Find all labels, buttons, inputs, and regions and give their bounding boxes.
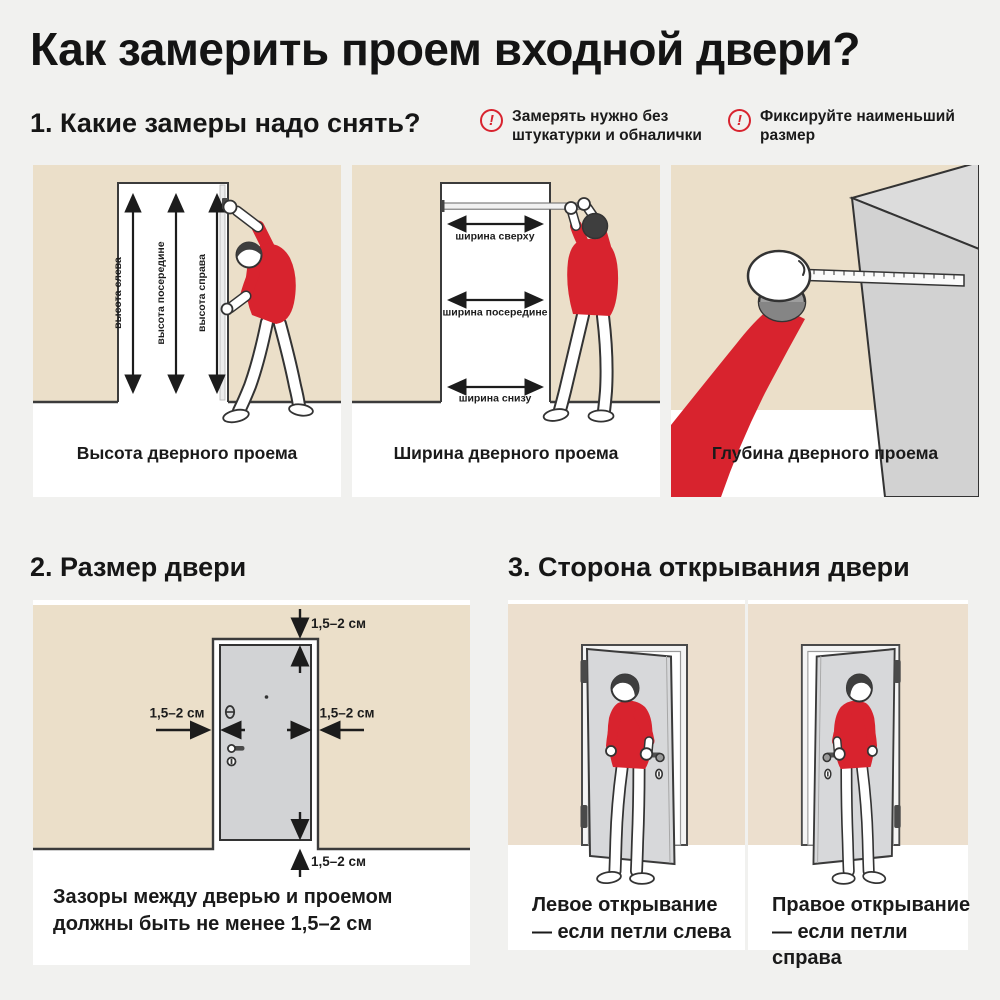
tape-measure <box>442 202 585 210</box>
door-size-diagram: 1,5–2 см 1,5–2 см 1,5–2 см 1,5–2 см <box>33 605 470 877</box>
sleeve <box>671 305 805 497</box>
panel-right-opening: Правое открывание — если петли справа <box>748 600 970 969</box>
peephole <box>264 695 269 699</box>
tape-hook <box>441 200 445 212</box>
panel-height-measure: высота слева высота посередине высота сп… <box>33 165 341 497</box>
door-scene-mirrored <box>748 604 968 885</box>
gap-arrows <box>156 609 364 877</box>
person-measuring <box>220 198 314 424</box>
height-illustration: высота слева высота посередине высота сп… <box>33 165 341 424</box>
panel-door-size: 1,5–2 см 1,5–2 см 1,5–2 см 1,5–2 см Зазо… <box>33 600 470 965</box>
keyhole-slot <box>658 771 660 777</box>
alert-icon: ! <box>728 109 751 132</box>
section3-heading: 3. Сторона открывания двери <box>508 552 910 582</box>
person <box>831 673 887 885</box>
page-title: Как замерить проем входной двери? <box>30 23 861 75</box>
panel-caption: Ширина дверного проема <box>393 443 619 463</box>
gap-label-left: 1,5–2 см <box>149 706 204 721</box>
depth-illustration <box>671 165 979 497</box>
hinge-bottom <box>580 805 588 828</box>
opening-outline <box>33 637 470 851</box>
gap-label-top: 1,5–2 см <box>311 616 366 631</box>
section1-heading: 1. Какие замеры надо снять? <box>30 108 421 138</box>
exclamation-glyph: ! <box>489 112 494 129</box>
warning-note-plaster: ! Замерять нужно без штукатурки и обнали… <box>480 108 725 146</box>
hinge-bottom <box>894 805 901 828</box>
hinge-top <box>894 660 901 683</box>
alert-icon: ! <box>480 109 503 132</box>
label-width-middle: ширина посередине <box>442 307 547 319</box>
width-illustration: ширина сверху ширина посередине ширина с… <box>352 165 660 423</box>
warning-text: Фиксируйте наименьший размер <box>760 108 955 144</box>
panel-caption: Левое открывание — если петли слева <box>532 894 731 943</box>
door-opening-outline <box>440 182 551 402</box>
lock-slot <box>230 758 233 765</box>
tape-measure <box>219 184 226 401</box>
panel-left-opening: Левое открывание — если петли слева <box>508 600 745 950</box>
handle-base <box>822 752 832 763</box>
exclamation-glyph: ! <box>737 112 742 129</box>
label-height-middle: высота посередине <box>155 241 167 344</box>
arrow-labels: высота слева высота посередине высота сп… <box>112 241 208 344</box>
panel-caption: Глубина дверного проема <box>711 443 939 463</box>
section2-heading: 2. Размер двери <box>30 552 247 582</box>
arrow-labels: ширина сверху ширина посередине ширина с… <box>442 231 547 405</box>
hinge-top <box>580 660 588 683</box>
gap-label-right: 1,5–2 см <box>319 706 374 721</box>
handle-base <box>226 743 236 753</box>
keyhole-slot <box>827 771 829 777</box>
measure-arrows <box>124 192 226 395</box>
gap-label-bottom: 1,5–2 см <box>311 854 366 869</box>
handle-base <box>655 752 665 763</box>
door-edge-line <box>817 655 822 864</box>
label-width-top: ширина сверху <box>455 231 534 243</box>
warning-text: Замерять нужно без штукатурки и обналичк… <box>512 108 702 144</box>
door-opening-outline <box>117 182 229 402</box>
measure-arrows <box>446 215 545 396</box>
label-height-right: высота справа <box>196 254 208 332</box>
label-height-left: высота слева <box>112 257 124 329</box>
panel-width-measure: ширина сверху ширина посередине ширина с… <box>352 165 660 497</box>
wall <box>33 605 470 849</box>
person <box>596 673 655 885</box>
gap-labels: 1,5–2 см 1,5–2 см 1,5–2 см 1,5–2 см <box>149 616 374 869</box>
door-scene <box>508 604 745 885</box>
glove-hand <box>746 249 812 303</box>
panel-depth-measure: Глубина дверного проема <box>671 165 979 497</box>
person-measuring <box>542 197 619 423</box>
tape-reel-shadow <box>759 302 805 321</box>
panel-caption: Зазоры между дверью и проемом должны быт… <box>53 886 393 935</box>
right-opening-illustration <box>748 604 968 885</box>
door-edge-line <box>666 655 671 864</box>
glove-thumb <box>798 260 806 276</box>
label-width-bottom: ширина снизу <box>459 393 532 405</box>
panel-caption: Правое открывание — если петли справа <box>772 894 971 970</box>
door-leaf <box>219 644 312 841</box>
panel-caption: Высота дверного проема <box>76 443 298 463</box>
left-opening-illustration <box>508 604 745 885</box>
warning-note-smallest-size: ! Фиксируйте наименьший размер <box>728 108 978 146</box>
